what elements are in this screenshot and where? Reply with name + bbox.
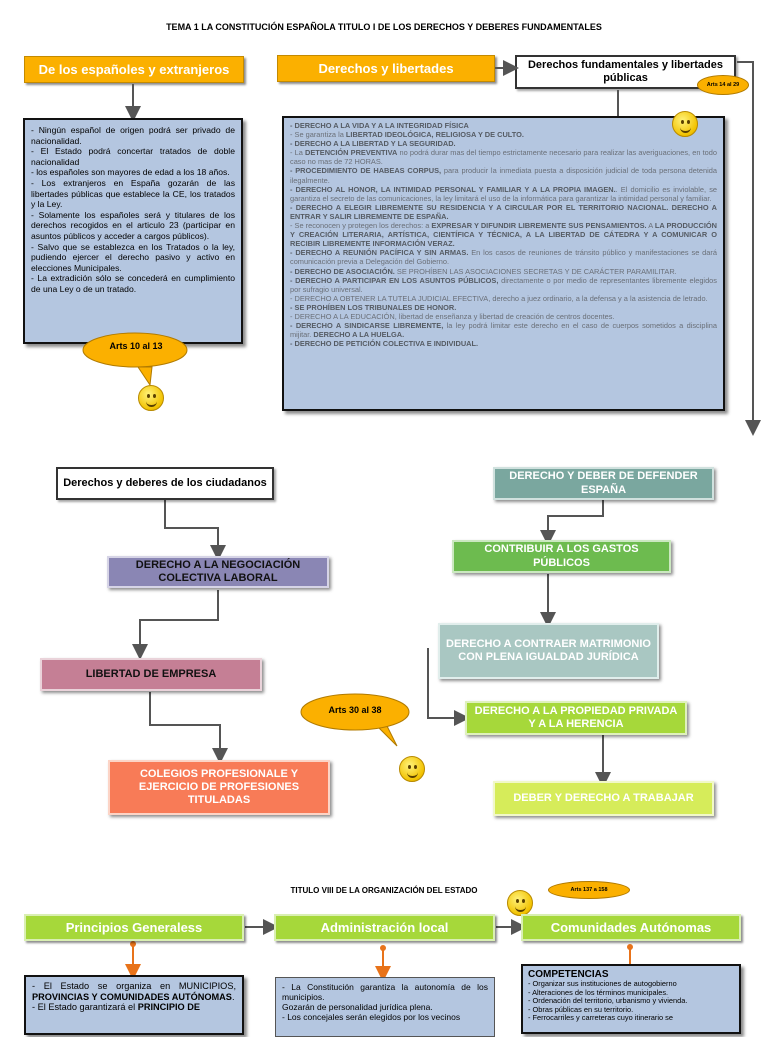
derechos-item: - DERECHO A LA EDUCACIÓN, libertad de en… <box>290 311 615 321</box>
section-title-1: TEMA 1 LA CONSTITUCIÓN ESPAÑOLA TITULO I… <box>166 22 602 32</box>
principios-line: - El Estado se organiza en MUNICIPIOS, P… <box>32 981 236 1002</box>
empresa-box: LIBERTAD DE EMPRESA <box>40 658 262 691</box>
espanoles-item: - Los extranjeros en España gozarán de l… <box>31 177 235 210</box>
callout-arts-30-38: Arts 30 al 38 <box>328 705 382 715</box>
admin-line: Gozarán de personalidad jurídica plena. <box>282 1002 433 1012</box>
principios-line: - El Estado garantizará el PRINCIPIO DE <box>32 1002 200 1012</box>
derechos-item: - DERECHO A LA LIBERTAD Y LA SEGURIDAD. <box>290 139 456 149</box>
ccaa-title: COMPETENCIAS <box>528 969 609 980</box>
defender-box: DERECHO Y DEBER DE DEFENDER ESPAÑA <box>493 467 714 500</box>
colegios-box: COLEGIOS PROFESIONALE Y EJERCICIO DE PRO… <box>108 760 330 815</box>
matrimonio-box: DERECHO A CONTRAER MATRIMONIO CON PLENA … <box>438 623 659 679</box>
smiley-icon <box>507 890 533 916</box>
ccaa-line: - Ferrocarriles y carreteras cuyo itiner… <box>528 1013 673 1023</box>
espanoles-item: - los españoles son mayores de edad a lo… <box>31 167 230 178</box>
espanoles-item: - La extradición sólo se concederá en cu… <box>31 273 235 294</box>
derechos-item: - SE PROHÍBEN LOS TRIBUNALES DE HONOR. <box>290 302 457 312</box>
trabajar-box: DEBER Y DERECHO A TRABAJAR <box>493 781 714 816</box>
section-title-2: TITULO VIII DE LA ORGANIZACIÓN DEL ESTAD… <box>290 886 478 895</box>
ccaa-line: - Ordenación del territorio, urbanismo y… <box>528 996 688 1006</box>
derechos-fundamentales-box: Derechos fundamentales y libertades públ… <box>515 55 736 89</box>
ciudadanos-root-box: Derechos y deberes de los ciudadanos <box>56 467 274 500</box>
smiley-icon <box>138 385 164 411</box>
ccaa-line: - Organizar sus instituciones de autogob… <box>528 979 677 988</box>
derechos-item: - PROCEDIMIENTO DE HABEAS CORPUS, para p… <box>290 166 717 185</box>
negociacion-box: DERECHO A LA NEGOCIACIÓN COLECTIVA LABOR… <box>107 556 329 588</box>
smiley-icon <box>672 111 698 137</box>
principios-content-box: - El Estado se organiza en MUNICIPIOS, P… <box>24 975 244 1035</box>
callout-arts-137-158: Arts 137 a 158 <box>548 881 630 899</box>
principios-header: Principios Generaless <box>24 914 244 941</box>
espanoles-item: - Ningún español de origen podrá ser pri… <box>31 125 235 146</box>
espanoles-item: - Salvo que se establezca en los Tratado… <box>31 241 235 273</box>
derechos-item: - La DETENCIÓN PREVENTIVA no podrá durar… <box>290 148 717 167</box>
derechos-item: - DERECHO DE ASOCIACIÓN. SE PROHÍBEN LAS… <box>290 266 677 276</box>
smiley-icon <box>399 756 425 782</box>
callout-arts-30-38-shape <box>300 693 410 747</box>
ccaa-line: - Obras públicas en su territorio. <box>528 1004 634 1014</box>
admin-content-box: - La Constitución garantiza la autonomía… <box>275 977 495 1037</box>
gastos-box: CONTRIBUIR A LOS GASTOS PÚBLICOS <box>452 540 671 573</box>
callout-arts-14-29: Arts 14 al 29 <box>697 75 749 95</box>
admin-line: - La Constitución garantiza la autonomía… <box>282 982 488 1002</box>
callout-arts-10-13: Arts 10 al 13 <box>109 341 163 351</box>
espanoles-header: De los españoles y extranjeros <box>24 56 244 83</box>
admin-line: - Los concejales serán elegidos por los … <box>282 1012 461 1022</box>
ccaa-content-box: COMPETENCIAS - Organizar sus institucion… <box>521 964 741 1034</box>
espanoles-item: - Solamente los españoles será y titular… <box>31 209 235 241</box>
derechos-item: - Se garantiza la LIBERTAD IDEOLÓGICA, R… <box>290 130 524 140</box>
callout-arts-10-13-shape <box>82 332 188 387</box>
derechos-item: - DERECHO A PARTICIPAR EN LOS ASUNTOS PÚ… <box>290 275 717 294</box>
ccaa-header: Comunidades Autónomas <box>521 914 741 941</box>
derechos-header: Derechos y libertades <box>277 55 495 82</box>
derechos-item: - DERECHO A SINDICARSE LIBREMENTE, la le… <box>290 321 718 340</box>
derechos-item: - DERECHO A OBTENER LA TUTELA JUDICIAL E… <box>290 293 708 303</box>
derechos-item: - DERECHO AL HONOR, LA INTIMIDAD PERSONA… <box>290 184 717 203</box>
espanoles-content-box: - Ningún español de origen podrá ser pri… <box>23 118 243 344</box>
derechos-content-box: - DERECHO A LA VIDA Y A LA INTEGRIDAD FÍ… <box>282 116 725 411</box>
derechos-item: - DERECHO A REUNIÓN PACÍFICA Y SIN ARMAS… <box>290 248 717 267</box>
espanoles-item: - El Estado podrá concertar tratados de … <box>31 146 235 167</box>
admin-header: Administración local <box>274 914 495 941</box>
ccaa-line: - Alteraciones de los términos municipal… <box>528 987 669 997</box>
derechos-item: - DERECHO A LA VIDA Y A LA INTEGRIDAD FÍ… <box>290 121 469 130</box>
derechos-item: - DERECHO A ELEGIR LIBREMENTE SU RESIDEN… <box>290 202 717 221</box>
propiedad-box: DERECHO A LA PROPIEDAD PRIVADA Y A LA HE… <box>465 701 687 735</box>
derechos-item: - DERECHO DE PETICIÓN COLECTIVA E INDIVI… <box>290 339 479 349</box>
derechos-item: - Se reconocen y protegen los derechos: … <box>290 221 717 249</box>
